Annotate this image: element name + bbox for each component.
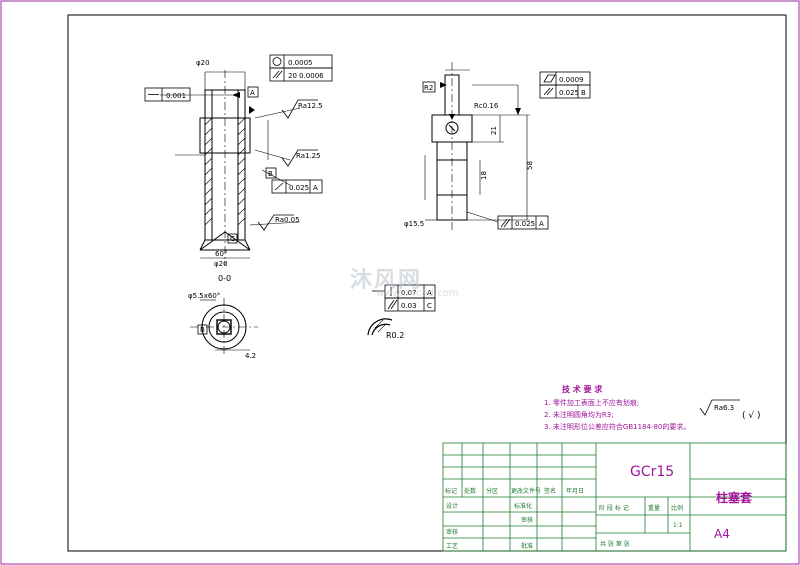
- tb-header-4: 更改文件号: [511, 487, 541, 495]
- datum-label-b2: B: [200, 326, 205, 334]
- tb-weight: 重量: [648, 504, 660, 512]
- fcf-center: [372, 284, 436, 312]
- roughness-symbol-top: [281, 99, 318, 119]
- dim-21: 21: [490, 126, 498, 135]
- datum-label-a: A: [250, 89, 255, 97]
- dim-phi20-top: φ20: [196, 59, 210, 67]
- arrow-head: [515, 108, 521, 115]
- tb-header-2: 处数: [464, 487, 476, 495]
- arrow-head: [232, 92, 240, 98]
- fcf-top-left: [269, 54, 333, 82]
- fcf-flatness-value: 0.0009: [559, 76, 584, 84]
- fcf-roundness-value: 0.0005: [288, 59, 313, 67]
- datum-box-a: [247, 86, 259, 98]
- tb-header-1: 标记: [445, 487, 457, 495]
- fcf-straightness-value: 0.001: [166, 92, 186, 100]
- fcf-center-datum1: A: [427, 289, 432, 297]
- notes-line-1: 1. 零件加工表面上不应有划痕;: [544, 398, 639, 407]
- roughness-symbol-mid: [281, 149, 318, 167]
- watermark: 沐风网 www.mfcad.com: [318, 262, 478, 302]
- roughness-symbol-bot: [257, 214, 294, 231]
- tb-part-name: 柱塞套: [716, 490, 753, 505]
- tb-review: 审核: [521, 516, 533, 524]
- r02-detail: [367, 318, 393, 336]
- fcf-bottom-right: [497, 215, 549, 230]
- fcf-runout-datum: A: [313, 184, 318, 192]
- section-label: 0-0: [218, 274, 231, 283]
- fcf-center-datum2: C: [427, 302, 432, 310]
- roughness-label-top: Ra12.5: [298, 102, 323, 110]
- dim-rc016: Rc0.16: [474, 102, 499, 110]
- roughness-label-bot: Ra0.05: [275, 216, 300, 224]
- tb-sheet-size: A4: [714, 527, 730, 541]
- tb-design: 设计: [446, 502, 458, 510]
- tb-stage: 阶 段 标 记: [599, 504, 629, 512]
- dim-phi20-bottom: φ20: [214, 260, 228, 268]
- tb-check: 审核: [446, 528, 458, 536]
- end-view-dim: φ5.5x60°: [188, 292, 220, 300]
- dim-angle: 60°: [215, 250, 227, 258]
- dim-18: 18: [480, 171, 488, 180]
- dim-r2: R2: [424, 84, 433, 92]
- title-block: [442, 442, 787, 552]
- fcf-bottom-right-datum: A: [539, 220, 544, 228]
- roughness-general: Ra6.3: [714, 404, 734, 412]
- fcf-parallel-value: 20 0.0006: [288, 72, 324, 80]
- fcf-center-line2: 0.03: [401, 302, 417, 310]
- fcf-runout-value: 0.025: [289, 184, 309, 192]
- notes-title: 技 术 要 求: [562, 384, 603, 394]
- dim-r02: R0.2: [386, 331, 404, 340]
- fcf-top-right: [539, 71, 591, 99]
- datum-box-c: [227, 233, 238, 244]
- datum-label-c: C: [230, 235, 235, 243]
- right-external-view: [424, 62, 530, 230]
- fcf-bottom-right-value: 0.025: [515, 220, 535, 228]
- tb-approve: 批准: [521, 542, 533, 550]
- watermark-url: www.mfcad.com: [376, 288, 459, 299]
- dim-58: 58: [526, 161, 534, 170]
- tb-sheets: 共 张 第 张: [600, 540, 630, 548]
- end-view-dim-4-2: 4.2: [245, 352, 256, 360]
- tb-scale: 1:1: [673, 522, 683, 529]
- roughness-symbol-general: [699, 399, 740, 416]
- datum-box-b2: [197, 324, 208, 335]
- notes-line-2: 2. 未注明圆角均为R3;: [544, 410, 614, 419]
- roughness-general-paren: ( √ ): [742, 410, 760, 421]
- tb-header-6: 年月日: [566, 487, 584, 495]
- tb-header-3: 分区: [486, 487, 498, 495]
- end-view-left: [190, 298, 258, 356]
- fcf-runout-left: [271, 179, 323, 194]
- tb-standardize: 标准化: [514, 502, 532, 510]
- tb-header-5: 签名: [544, 487, 556, 495]
- fcf-parallel-right-datum: B: [581, 89, 586, 97]
- left-section-view: [160, 70, 301, 265]
- arrow-head: [249, 106, 255, 114]
- roughness-label-mid: Ra1.25: [296, 152, 321, 160]
- notes-line-3: 3. 未注明形位公差应符合GB1184-80的要求。: [544, 422, 690, 431]
- tb-scale-label: 比例: [671, 504, 683, 512]
- arrow-head: [440, 82, 447, 88]
- dim-r2-box: [422, 81, 436, 93]
- datum-box-b: [265, 167, 277, 179]
- tb-craft: 工艺: [446, 542, 458, 550]
- drawing-frame: [67, 14, 787, 552]
- tb-material: GCr15: [630, 464, 674, 480]
- arrow-head: [449, 114, 455, 120]
- dim-phi15: φ15.5: [404, 220, 424, 228]
- fcf-parallel-right-value: 0.025: [559, 89, 579, 97]
- fcf-straightness-left: [144, 87, 191, 102]
- datum-label-b: B: [268, 170, 273, 178]
- fcf-center-line1: 0.07: [401, 289, 417, 297]
- watermark-title: 沐风网: [350, 268, 423, 293]
